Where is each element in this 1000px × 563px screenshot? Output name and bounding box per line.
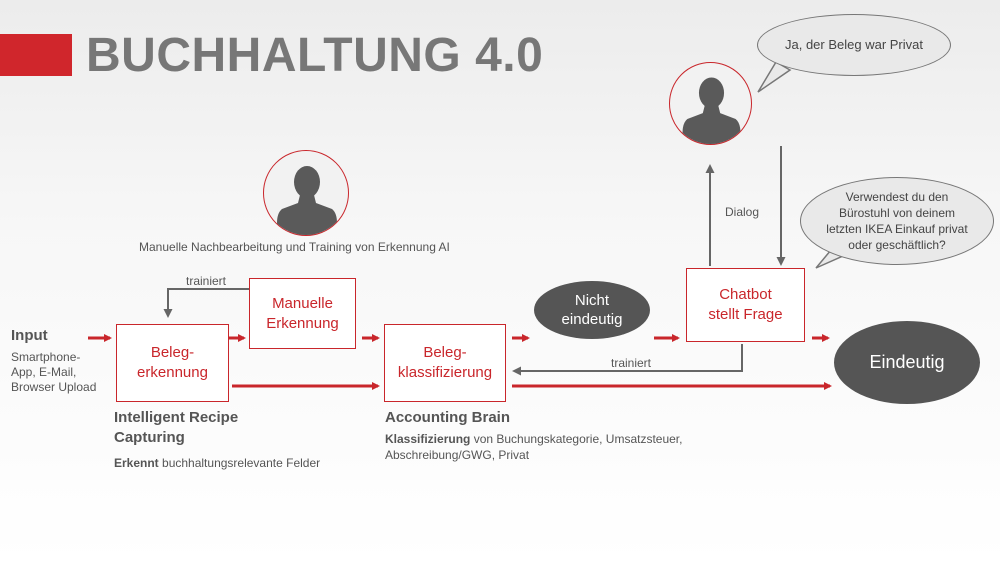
box-label-line: Beleg- bbox=[423, 344, 467, 361]
box-label-line: Manuelle bbox=[272, 294, 333, 312]
box-chatbot: Chatbot stellt Frage bbox=[686, 268, 805, 342]
oval-label-line: Nicht bbox=[574, 292, 610, 309]
bubble-question: Verwendest du den Bürostuhl von deinem l… bbox=[800, 177, 994, 265]
title-accent-bar bbox=[0, 34, 72, 76]
input-source-line: App, E-Mail, bbox=[11, 365, 77, 379]
oval-eindeutig: Eindeutig bbox=[834, 321, 980, 404]
capturing-desc-rest: buchhaltungsrelevante Felder bbox=[158, 456, 321, 470]
box-beleg-klassifizierung: Beleg- klassifizierung bbox=[384, 324, 506, 402]
heading-line: Capturing bbox=[114, 429, 185, 446]
input-heading: Input bbox=[11, 327, 48, 344]
box-label-line: Erkennung bbox=[266, 314, 339, 332]
bubble-line: letzten IKEA Einkauf privat bbox=[826, 222, 968, 236]
label-trainiert-top: trainiert bbox=[186, 274, 227, 288]
box-manuelle-erkennung: Manuelle Erkennung bbox=[249, 278, 356, 349]
page-title: BUCHHALTUNG 4.0 bbox=[86, 29, 544, 82]
capturing-desc: Erkennt buchhaltungsrelevante Felder bbox=[114, 455, 320, 471]
brain-desc-rest: von Buchungskategorie, Umsatzsteuer, bbox=[470, 432, 683, 446]
box-label-line: erkennung bbox=[137, 364, 208, 381]
person-icon bbox=[277, 166, 337, 235]
box-label-line: Chatbot bbox=[719, 286, 772, 303]
capturing-heading: Intelligent Recipe Capturing bbox=[114, 408, 238, 448]
person-icon bbox=[682, 77, 741, 144]
oval-nicht-eindeutig: Nicht eindeutig bbox=[534, 281, 650, 339]
oval-label-line: eindeutig bbox=[561, 311, 623, 328]
avatar-manual bbox=[263, 150, 349, 236]
bubble-line: oder geschäftlich? bbox=[848, 238, 946, 252]
box-label-line: stellt Frage bbox=[708, 306, 783, 323]
brain-heading: Accounting Brain bbox=[385, 409, 511, 426]
brain-desc-bold: Klassifizierung bbox=[385, 432, 471, 446]
arrow-trainiert-top bbox=[163, 288, 250, 318]
input-sources: Smartphone- App, E-Mail, Browser Upload bbox=[11, 350, 96, 395]
box-label-line: klassifizierung bbox=[397, 364, 493, 381]
capturing-desc-bold: Erkennt bbox=[114, 456, 159, 470]
box-beleg-erkennung: Beleg- erkennung bbox=[116, 324, 229, 402]
arrow-trainiert-bottom bbox=[512, 344, 743, 376]
box-label-line: Beleg- bbox=[150, 344, 195, 361]
avatar-dialog bbox=[669, 62, 752, 145]
brain-desc: Klassifizierung von Buchungskategorie, U… bbox=[385, 431, 682, 463]
heading-line: Intelligent Recipe bbox=[114, 409, 239, 426]
bubble-line: Bürostuhl von deinem bbox=[838, 206, 956, 220]
input-source-line: Browser Upload bbox=[11, 380, 97, 394]
label-manual-training: Manuelle Nachbearbeitung und Training vo… bbox=[139, 240, 450, 254]
bubble-answer: Ja, der Beleg war Privat bbox=[757, 14, 951, 76]
bubble-line: Verwendest du den bbox=[845, 190, 949, 204]
brain-desc-line-2: Abschreibung/GWG, Privat bbox=[385, 448, 530, 462]
input-source-line: Smartphone- bbox=[11, 350, 81, 364]
label-dialog: Dialog bbox=[725, 205, 760, 219]
label-trainiert-bottom: trainiert bbox=[611, 356, 652, 370]
